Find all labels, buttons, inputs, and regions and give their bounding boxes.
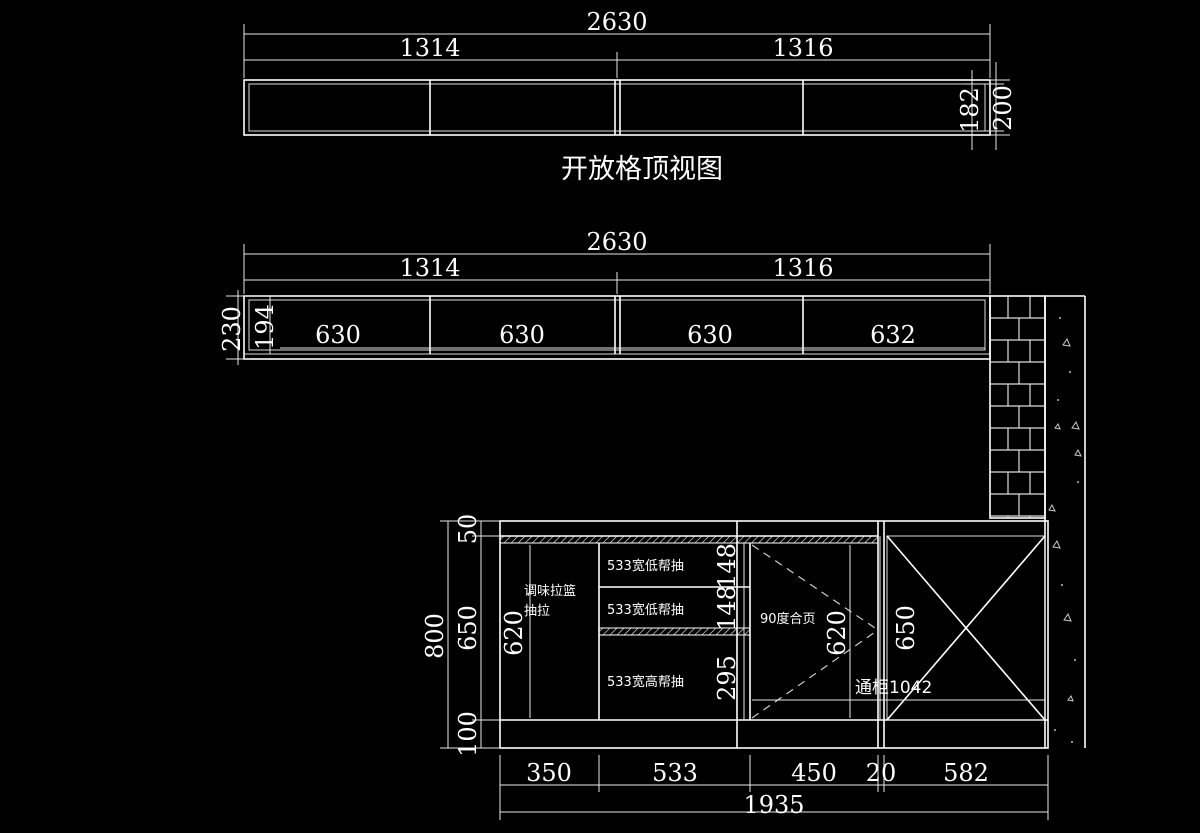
width-3-dim: 450	[791, 759, 837, 787]
wall-section	[989, 295, 1086, 748]
basket-label-2: 抽拉	[524, 604, 550, 619]
width-2-dim: 533	[652, 759, 698, 787]
cabinet-total-height-dim: 800	[421, 613, 449, 659]
cabinet-top-height-dim: 50	[454, 514, 482, 545]
drawer-2-label: 533宽低帮抽	[607, 602, 684, 618]
top-overall-dim: 2630	[586, 8, 647, 36]
drawer-3-height-dim: 295	[713, 655, 741, 701]
basket-label-1: 调味拉篮	[524, 584, 576, 599]
drawer-1-height-dim: 148	[713, 543, 741, 589]
front-left-dim: 1314	[399, 254, 460, 282]
width-4-dim: 20	[866, 759, 897, 787]
front-height-inner-dim: 194	[251, 304, 279, 350]
top-right-dim: 1316	[772, 34, 833, 62]
top-depth-outer-dim: 200	[989, 85, 1017, 131]
top-view-title: 开放格顶视图	[561, 154, 723, 185]
open-cabinet-label: 通柜1042	[855, 678, 932, 698]
top-depth-inner-dim: 182	[956, 87, 984, 133]
front-overall-dim: 2630	[586, 228, 647, 256]
width-5-dim: 582	[943, 759, 989, 787]
bay-4-dim: 632	[870, 321, 916, 349]
bay-2-dim: 630	[499, 321, 545, 349]
total-width-dim: 1935	[743, 791, 804, 819]
top-left-dim: 1314	[399, 34, 460, 62]
basket-height-dim: 620	[500, 610, 528, 656]
front-view: 2630 1314 1316 630 630 630 632 230 194	[218, 228, 991, 365]
bay-1-dim: 630	[315, 321, 361, 349]
open-cabinet-height-dim: 650	[892, 605, 920, 651]
door-label: 90度合页	[760, 611, 816, 627]
width-1-dim: 350	[526, 759, 572, 787]
cabinet-bottom-height-dim: 100	[454, 711, 482, 757]
cabinet-mid-height-dim: 650	[454, 605, 482, 651]
base-cabinet: 调味拉篮 抽拉 620 533宽低帮抽 533宽低帮抽 533宽高帮抽 148 …	[421, 514, 1049, 820]
drawer-2-height-dim: 148	[713, 585, 741, 631]
door-height-dim: 620	[823, 610, 851, 656]
bay-3-dim: 630	[687, 321, 733, 349]
front-height-outer-dim: 230	[218, 306, 246, 352]
drawer-3-label: 533宽高帮抽	[607, 674, 684, 690]
front-right-dim: 1316	[772, 254, 833, 282]
top-view: 2630 1314 1316 182 200 开放格顶视图	[243, 8, 1017, 185]
drawer-1-label: 533宽低帮抽	[607, 558, 684, 574]
